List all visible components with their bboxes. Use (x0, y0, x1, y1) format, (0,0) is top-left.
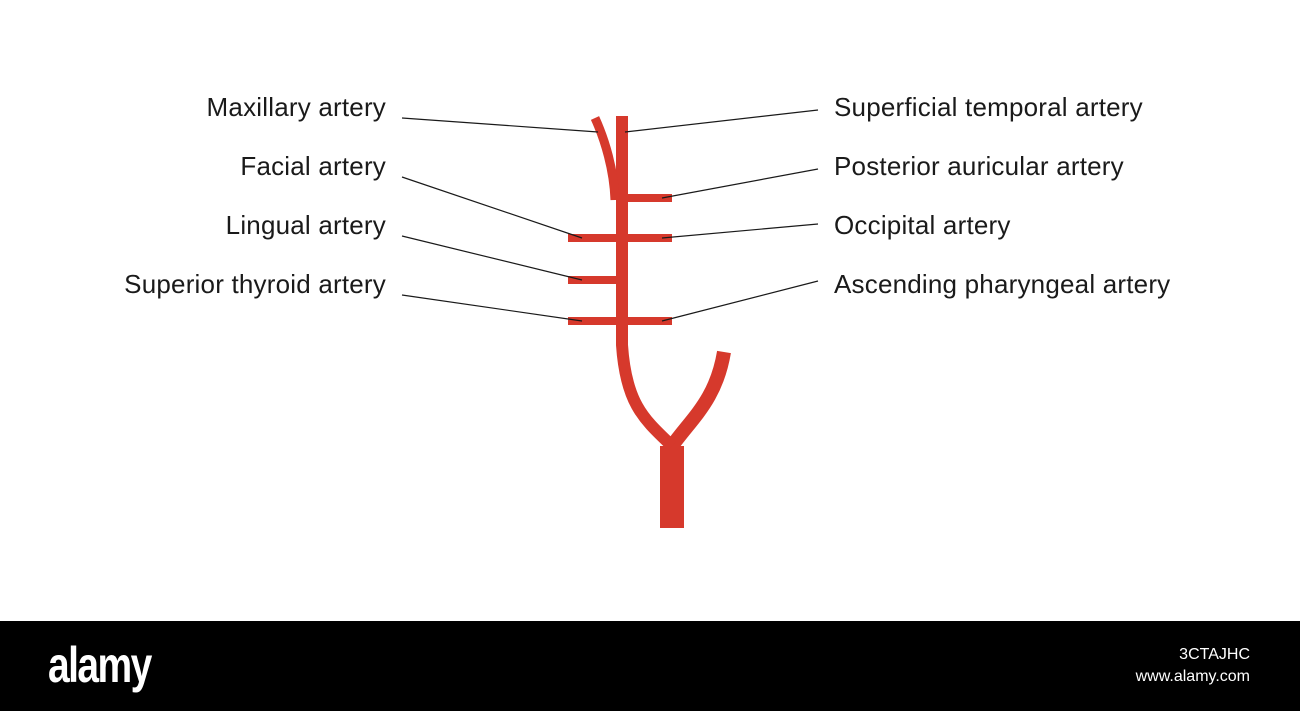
leader-line-occipital (661, 223, 819, 239)
leader-line-superficial-temporal (624, 109, 819, 133)
external-carotid-artery (616, 116, 677, 451)
label-ascending-pharyngeal-artery: Ascending pharyngeal artery (834, 269, 1171, 299)
label-posterior-auricular-artery: Posterior auricular artery (834, 151, 1124, 181)
leader-line-lingual (401, 235, 583, 281)
maxillary-artery-vessel (590, 116, 620, 201)
leader-line-superior-thyroid (401, 294, 583, 322)
artery-diagram (401, 109, 819, 528)
label-superior-thyroid-artery: Superior thyroid artery (124, 269, 386, 299)
internal-carotid-artery (666, 350, 731, 451)
label-occipital-artery: Occipital artery (834, 210, 1011, 240)
label-facial-artery: Facial artery (240, 151, 386, 181)
leader-lines (401, 109, 819, 322)
label-lingual-artery: Lingual artery (225, 210, 386, 240)
diagram-area: Maxillary artery Facial artery Lingual a… (124, 92, 1171, 528)
leader-line-facial (401, 176, 583, 239)
leader-line-maxillary (401, 117, 599, 133)
leader-line-posterior-auricular (661, 168, 819, 199)
image-id: 3CTAJHC (1179, 646, 1250, 663)
label-superficial-temporal-artery: Superficial temporal artery (834, 92, 1143, 122)
leader-line-ascending-pharyngeal (661, 280, 819, 322)
watermark-footer: alamy 3CTAJHC www.alamy.com (0, 621, 1300, 711)
brand-logo: alamy (48, 637, 152, 693)
artery-branches (568, 116, 731, 528)
label-maxillary-artery: Maxillary artery (206, 92, 386, 122)
site-url: www.alamy.com (1135, 668, 1250, 685)
